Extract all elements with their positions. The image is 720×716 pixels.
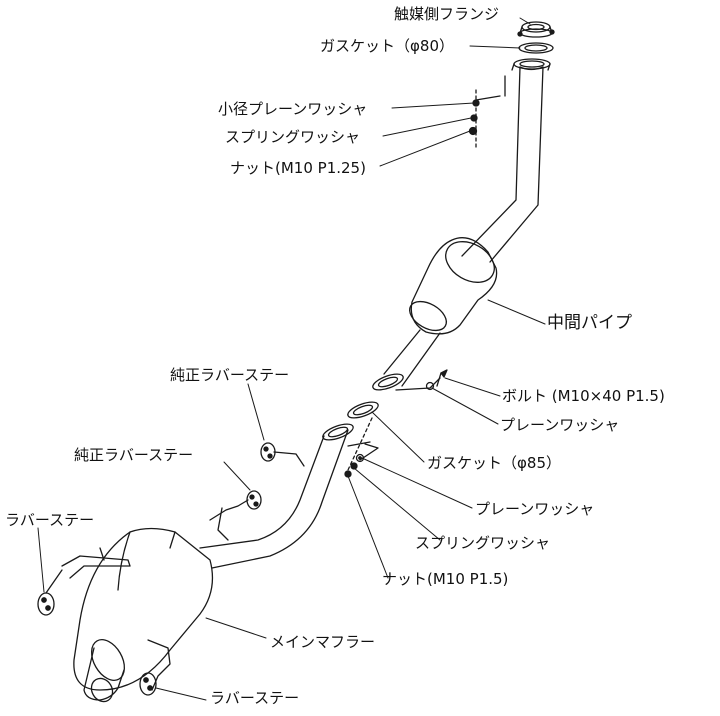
rubber-stay-bottom-part: [139, 672, 157, 696]
label-rubber-stay-bottom: ラバーステー: [210, 689, 300, 707]
label-spring-washer-top: スプリングワッシャ: [225, 128, 361, 146]
label-oem-rubber-stay-lower: 純正ラバーステー: [74, 446, 194, 464]
catalyst-flange-part: [517, 21, 555, 38]
gasket-85-part: [347, 401, 379, 419]
oem-rubber-stay-lower-part: [246, 490, 262, 510]
center-pipe-part: [372, 66, 544, 391]
label-catalyst-flange: 触媒側フランジ: [394, 5, 500, 23]
upper-fastener-stack: [468, 75, 506, 151]
lower-fastener-stack: [344, 417, 379, 478]
label-oem-rubber-stay-upper: 純正ラバーステー: [170, 366, 290, 384]
label-spring-washer-bottom: スプリングワッシャ: [415, 534, 551, 552]
center-pipe-inlet-flange: [511, 58, 551, 71]
label-plain-washer-bottom: プレーンワッシャ: [475, 500, 595, 518]
label-gasket-80: ガスケット（φ80）: [320, 37, 454, 55]
label-bolt: ボルト (M10×40 P1.5): [502, 387, 665, 405]
label-rubber-stay-left: ラバーステー: [5, 511, 95, 529]
leader-lines: [37, 17, 546, 701]
label-small-plain-washer: 小径プレーンワッシャ: [218, 100, 368, 118]
label-center-pipe: 中間パイプ: [547, 313, 632, 333]
label-gasket-85: ガスケット（φ85）: [427, 454, 561, 472]
rubber-stays: [37, 442, 305, 696]
gasket-80-part: [518, 42, 554, 54]
label-nut-m10-p15: ナット(M10 P1.5): [382, 570, 509, 588]
label-main-muffler: メインマフラー: [270, 633, 376, 651]
label-nut-m10-p125: ナット(M10 P1.25): [230, 159, 366, 177]
rubber-stay-left-part: [37, 569, 63, 616]
main-muffler-part: [61, 423, 371, 703]
label-plain-washer-top: プレーンワッシャ: [500, 416, 620, 434]
bolt-part: [425, 369, 448, 391]
oem-rubber-stay-upper-part: [260, 442, 305, 467]
